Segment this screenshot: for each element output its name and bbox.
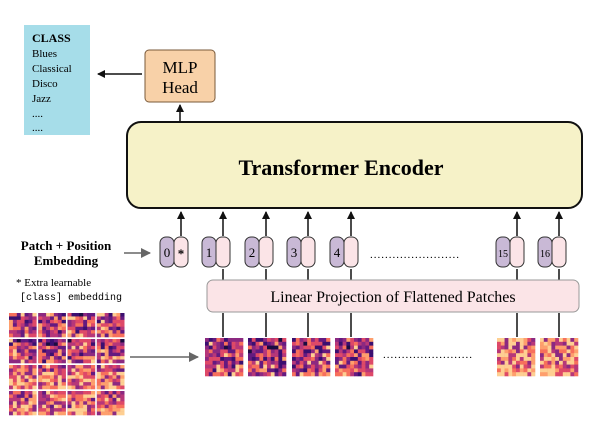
mlp-head-line2: Head bbox=[162, 78, 198, 97]
transformer-encoder-label: Transformer Encoder bbox=[238, 155, 443, 180]
patch-embedding-pill bbox=[173, 236, 189, 268]
position-label: 1 bbox=[206, 245, 213, 260]
token-2: 2 bbox=[244, 211, 274, 280]
patch-image-5 bbox=[540, 338, 579, 377]
grid-cell-1-0 bbox=[9, 339, 37, 364]
grid-cell-0-0 bbox=[9, 313, 37, 338]
patch-embedding-pill bbox=[343, 236, 359, 268]
class-item-5: .... bbox=[32, 122, 43, 134]
grid-cell-1-1 bbox=[38, 339, 66, 364]
position-label: 0 bbox=[164, 245, 171, 260]
patch-embedding-pill bbox=[215, 236, 231, 268]
grid-cell-2-3 bbox=[96, 365, 125, 390]
patch-embedding-pill bbox=[300, 236, 316, 268]
patch-embedding-pill bbox=[509, 236, 525, 268]
token-ellipsis: ........................ bbox=[370, 249, 460, 261]
grid-cell-2-1 bbox=[38, 365, 66, 390]
patch-position-line2: Embedding bbox=[34, 253, 99, 268]
grid-cell-1-2 bbox=[67, 339, 96, 364]
position-label: 16 bbox=[540, 249, 550, 260]
grid-cell-3-2 bbox=[67, 391, 96, 416]
source-spectrogram-grid bbox=[9, 313, 125, 416]
patch-embedding-pill bbox=[551, 236, 567, 268]
patch-image-3 bbox=[335, 338, 374, 377]
grid-cell-0-1 bbox=[38, 313, 66, 338]
patch-image-0 bbox=[205, 338, 244, 377]
grid-cell-2-2 bbox=[67, 365, 96, 390]
patch-image-2 bbox=[292, 338, 331, 377]
transformer-encoder-box: Transformer Encoder bbox=[126, 121, 583, 209]
class-item-4: .... bbox=[32, 108, 43, 120]
patch-image-1 bbox=[248, 338, 287, 377]
patch-image-4 bbox=[497, 338, 536, 377]
position-label: 3 bbox=[291, 245, 298, 260]
grid-cell-1-3 bbox=[96, 339, 125, 364]
extra-note-line1: * Extra learnable bbox=[16, 277, 91, 289]
token-0: 0* bbox=[159, 211, 189, 268]
mlp-head-box: MLP Head bbox=[144, 49, 216, 103]
grid-cell-0-2 bbox=[67, 313, 96, 338]
grid-cell-2-0 bbox=[9, 365, 37, 390]
class-item-3: Jazz bbox=[32, 93, 51, 105]
grid-cell-0-3 bbox=[96, 313, 125, 338]
class-item-1: Classical bbox=[32, 63, 72, 75]
token-4: 4 bbox=[329, 211, 359, 280]
position-label: 4 bbox=[334, 245, 341, 260]
class-token-marker: * bbox=[178, 246, 185, 261]
patch-row bbox=[205, 313, 579, 377]
token-1: 1 bbox=[201, 211, 231, 280]
grid-cell-3-3 bbox=[96, 391, 125, 416]
token-6: 16 bbox=[537, 211, 567, 280]
grid-cell-3-0 bbox=[9, 391, 37, 416]
class-title: CLASS bbox=[32, 31, 71, 45]
grid-cell-3-1 bbox=[38, 391, 66, 416]
position-label: 2 bbox=[249, 245, 256, 260]
position-label: 15 bbox=[498, 249, 508, 260]
extra-note-line2: [class] embedding bbox=[20, 292, 122, 304]
patch-embedding-pill bbox=[258, 236, 274, 268]
patch-ellipsis: ........................ bbox=[383, 349, 473, 361]
class-output-box: CLASS Blues Classical Disco Jazz .... ..… bbox=[24, 25, 90, 135]
patch-position-line1: Patch + Position bbox=[21, 238, 112, 253]
mlp-head-line1: MLP bbox=[163, 58, 198, 77]
class-item-2: Disco bbox=[32, 78, 58, 90]
linear-projection-box: Linear Projection of Flattened Patches bbox=[206, 279, 580, 313]
linear-projection-label: Linear Projection of Flattened Patches bbox=[270, 289, 515, 306]
token-3: 3 bbox=[286, 211, 316, 280]
token-5: 15 bbox=[495, 211, 525, 280]
class-item-0: Blues bbox=[32, 48, 57, 60]
